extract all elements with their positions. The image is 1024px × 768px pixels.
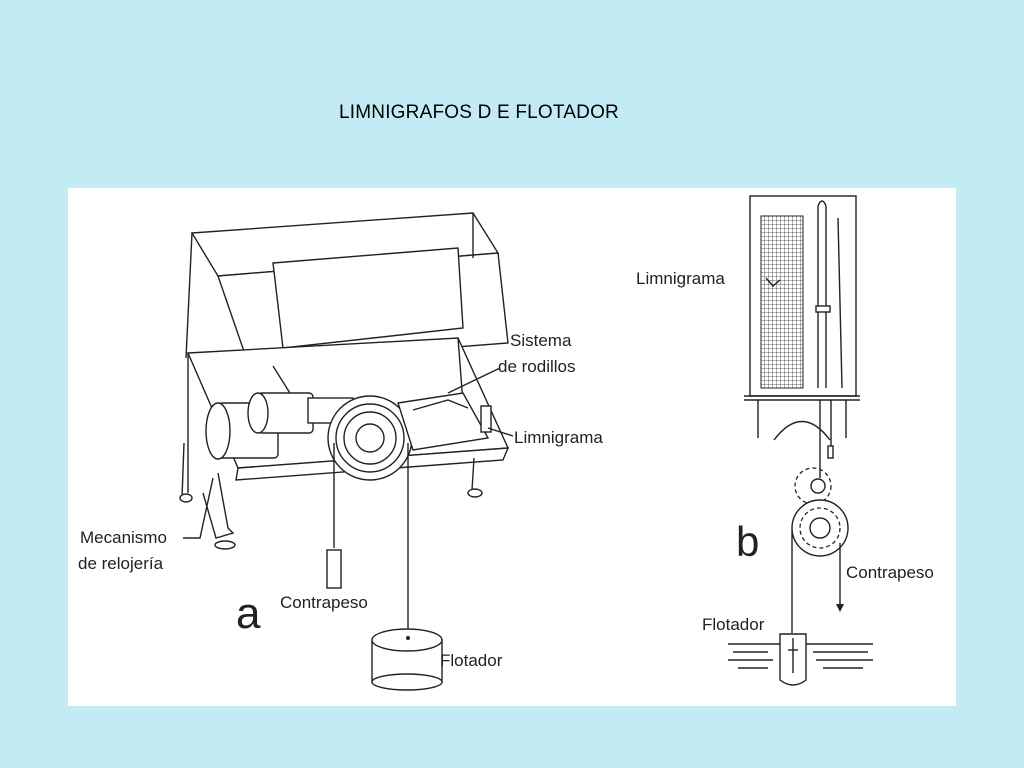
label-limnigrama-b: Limnigrama xyxy=(636,269,725,288)
label-sistema-line2: de rodillos xyxy=(498,357,576,376)
limnigraph-diagrams: Sistema de rodillos Limnigrama Mecanismo… xyxy=(78,195,934,691)
label-contrapeso-a: Contrapeso xyxy=(280,593,368,612)
water-float-b xyxy=(728,633,873,686)
float-a xyxy=(371,628,443,691)
label-mecanismo-line1: Mecanismo xyxy=(80,528,167,547)
label-contrapeso-b: Contrapeso xyxy=(846,563,934,582)
diagram-b: Limnigrama Contrapeso Flotador b xyxy=(636,195,934,686)
label-flotador-b: Flotador xyxy=(702,615,765,634)
diagram-panel: Sistema de rodillos Limnigrama Mecanismo… xyxy=(68,188,956,706)
leader-lines-a xyxy=(183,367,514,539)
letter-b: b xyxy=(736,518,759,565)
slide-title: LIMNIGRAFOS D E FLOTADOR xyxy=(339,102,619,123)
counterweight-a xyxy=(326,549,342,589)
label-mecanismo-line2: de relojería xyxy=(78,554,164,573)
label-limnigrama-a: Limnigrama xyxy=(514,428,603,447)
clock-mechanism xyxy=(205,392,354,460)
pulley-wheel xyxy=(327,395,413,633)
label-flotador-a: Flotador xyxy=(440,651,503,670)
pulley-b xyxy=(791,467,849,633)
label-sistema-line1: Sistema xyxy=(510,331,572,350)
roller-system xyxy=(397,392,492,451)
recorder-housing-b xyxy=(744,195,860,478)
recorder-lid xyxy=(185,212,509,364)
diagram-a: Sistema de rodillos Limnigrama Mecanismo… xyxy=(78,212,603,691)
letter-a: a xyxy=(236,589,261,638)
